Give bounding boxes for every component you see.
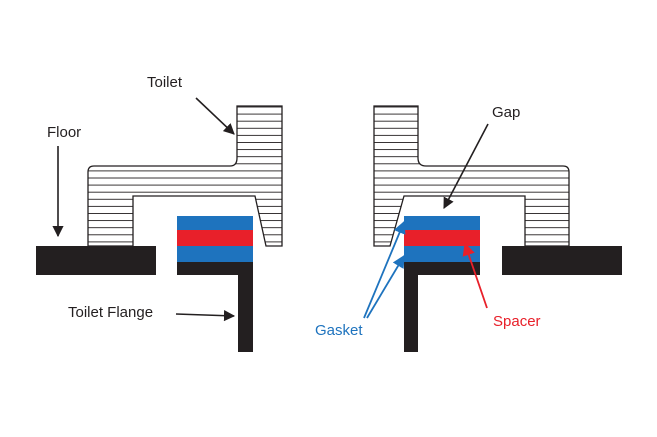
left-spacer bbox=[177, 230, 253, 246]
flange-arrow bbox=[175, 310, 236, 322]
label-spacer: Spacer bbox=[493, 313, 541, 330]
right-gasket-top bbox=[404, 216, 480, 230]
left-floor-slab bbox=[36, 246, 156, 275]
right-flange bbox=[404, 262, 480, 352]
right-gasket-bottom bbox=[404, 246, 480, 262]
gap-arrow bbox=[443, 123, 489, 209]
label-floor: Floor bbox=[47, 124, 81, 141]
gasket-arrow-lower bbox=[366, 254, 405, 319]
left-toilet-body bbox=[87, 105, 283, 247]
right-spacer bbox=[404, 230, 480, 246]
left-assembly bbox=[36, 105, 283, 352]
left-gasket-top bbox=[177, 216, 253, 230]
label-gap: Gap bbox=[492, 104, 520, 121]
right-floor-slab bbox=[502, 246, 622, 275]
left-flange bbox=[177, 262, 253, 352]
toilet-arrow bbox=[195, 97, 235, 135]
label-toilet: Toilet bbox=[147, 74, 183, 91]
left-gasket-bottom bbox=[177, 246, 253, 262]
right-assembly bbox=[373, 105, 622, 352]
spacer-arrow bbox=[462, 242, 488, 309]
gasket-arrow-upper bbox=[363, 220, 406, 319]
label-gasket: Gasket bbox=[315, 322, 363, 339]
label-toilet-flange: Toilet Flange bbox=[68, 304, 153, 321]
